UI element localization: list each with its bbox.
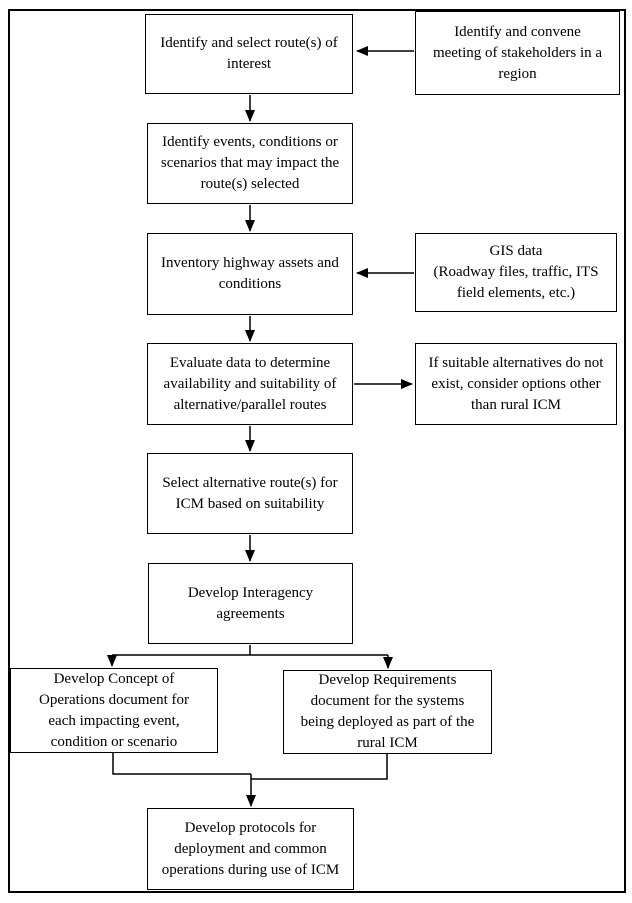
box-identify-events: Identify events, conditions or scenarios… (147, 123, 353, 204)
box-inventory-assets: Inventory highway assets and conditions (147, 233, 353, 315)
box-identify-routes-label: Identify and select route(s) of interest (160, 35, 338, 72)
box-evaluate-data-label: Evaluate data to determine availability … (163, 354, 337, 413)
box-concept-of-operations: Develop Concept of Operations document f… (10, 668, 218, 753)
box-stakeholders-meeting: Identify and convene meeting of stakehol… (415, 11, 620, 95)
box-concept-of-operations-label: Develop Concept of Operations document f… (39, 670, 189, 750)
box-no-suitable-alternatives-label: If suitable alternatives do not exist, c… (428, 354, 604, 413)
box-interagency-agreements-label: Develop Interagency agreements (187, 584, 314, 622)
box-evaluate-data: Evaluate data to determine availability … (147, 343, 353, 425)
box-select-alternative-routes: Select alternative route(s) for ICM base… (147, 453, 353, 534)
box-select-alternative-routes-label: Select alternative route(s) for ICM base… (162, 474, 338, 512)
box-no-suitable-alternatives: If suitable alternatives do not exist, c… (415, 343, 617, 425)
box-requirements-document-label: Develop Requirements document for the sy… (300, 672, 475, 751)
box-inventory-assets-label: Inventory highway assets and conditions (161, 255, 339, 292)
box-gis-data: GIS data (Roadway files, traffic, ITS fi… (415, 233, 617, 312)
box-develop-protocols: Develop protocols for deployment and com… (147, 808, 354, 890)
box-interagency-agreements: Develop Interagency agreements (148, 563, 353, 644)
box-gis-data-label: GIS data (Roadway files, traffic, ITS fi… (433, 243, 599, 301)
box-identify-routes: Identify and select route(s) of interest (145, 14, 353, 94)
box-stakeholders-meeting-label: Identify and convene meeting of stakehol… (432, 23, 603, 82)
box-requirements-document: Develop Requirements document for the sy… (283, 670, 492, 754)
box-develop-protocols-label: Develop protocols for deployment and com… (161, 819, 340, 878)
box-identify-events-label: Identify events, conditions or scenarios… (160, 134, 340, 192)
